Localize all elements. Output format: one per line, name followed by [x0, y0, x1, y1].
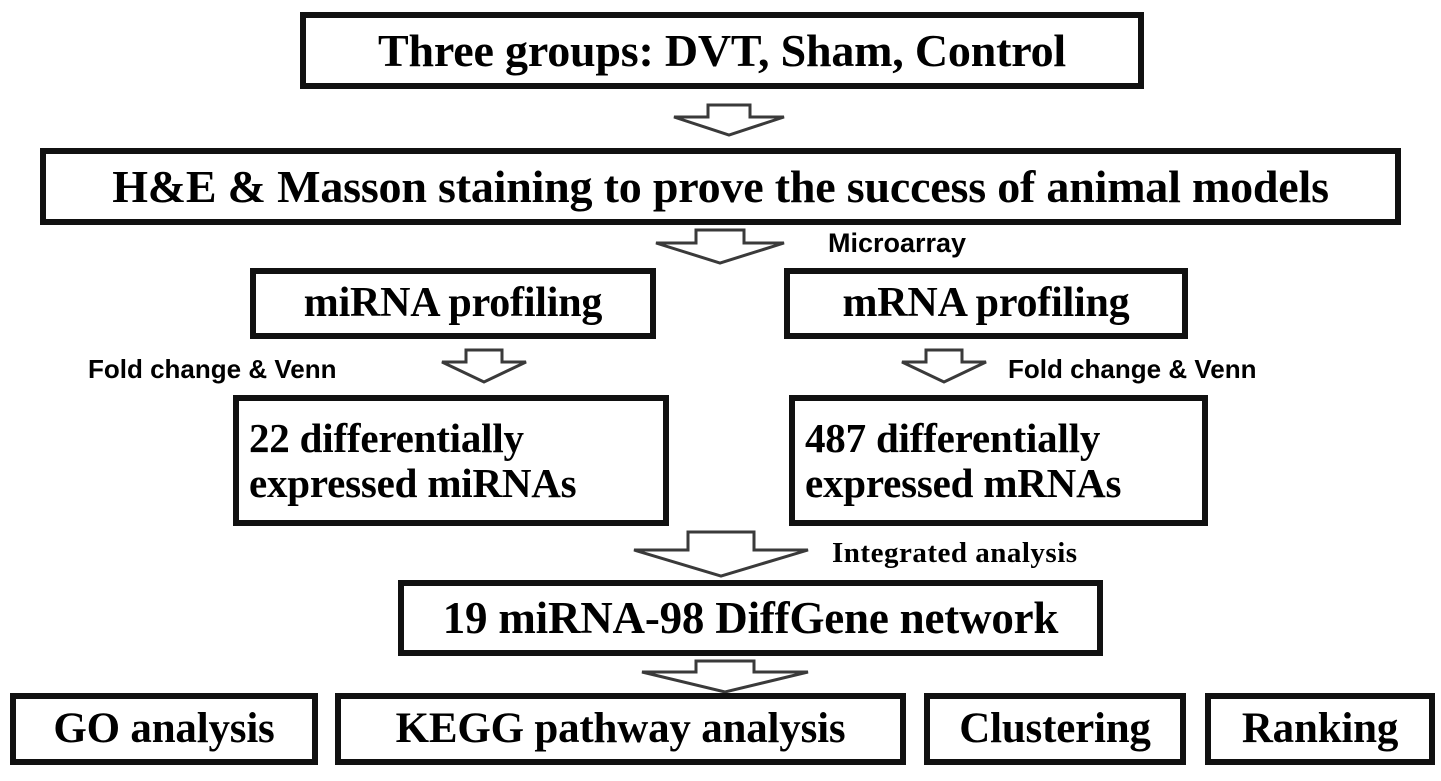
- box-ranking: Ranking: [1205, 693, 1435, 765]
- box-22-diff-mirnas: 22 differentially expressed miRNAs: [233, 395, 669, 526]
- box-clustering: Clustering: [924, 693, 1186, 765]
- arrow-network-to-analyses: [640, 659, 810, 694]
- box-ranking-label: Ranking: [1241, 704, 1399, 752]
- arrow-mrna-profile-to-diff: [900, 348, 988, 384]
- box-he-masson-staining-label: H&E & Masson staining to prove the succe…: [112, 160, 1329, 212]
- edge-label-fold-change-right: Fold change & Venn: [1008, 354, 1257, 384]
- box-clustering-label: Clustering: [959, 704, 1151, 752]
- arrow-diff-to-network: [632, 530, 810, 578]
- box-487-diff-mrnas-label: 487 differentially expressed mRNAs: [805, 415, 1122, 506]
- box-kegg-pathway-analysis: KEGG pathway analysis: [335, 693, 906, 765]
- box-he-masson-staining: H&E & Masson staining to prove the succe…: [40, 148, 1401, 225]
- edge-label-microarray: Microarray: [828, 228, 967, 258]
- arrow-groups-to-staining: [672, 103, 786, 137]
- box-mrna-profiling-label: mRNA profiling: [842, 279, 1130, 326]
- box-mirna-profiling: miRNA profiling: [250, 268, 656, 339]
- box-mrna-profiling: mRNA profiling: [784, 268, 1188, 339]
- arrow-staining-to-profiling: [654, 228, 786, 265]
- box-mirna-diffgene-network: 19 miRNA-98 DiffGene network: [398, 580, 1103, 656]
- arrow-mirna-profile-to-diff: [440, 348, 528, 384]
- edge-label-integrated-analysis: Integrated analysis: [832, 537, 1078, 569]
- edge-label-fold-change-left: Fold change & Venn: [88, 354, 337, 384]
- box-kegg-pathway-analysis-label: KEGG pathway analysis: [395, 704, 846, 752]
- box-three-groups: Three groups: DVT, Sham, Control: [300, 12, 1144, 89]
- box-go-analysis-label: GO analysis: [53, 704, 275, 752]
- box-mirna-diffgene-network-label: 19 miRNA-98 DiffGene network: [442, 592, 1059, 643]
- box-mirna-profiling-label: miRNA profiling: [303, 279, 603, 326]
- box-487-diff-mrnas: 487 differentially expressed mRNAs: [789, 395, 1208, 526]
- box-22-diff-mirnas-label: 22 differentially expressed miRNAs: [249, 415, 577, 506]
- box-three-groups-label: Three groups: DVT, Sham, Control: [378, 24, 1066, 76]
- box-go-analysis: GO analysis: [10, 693, 318, 765]
